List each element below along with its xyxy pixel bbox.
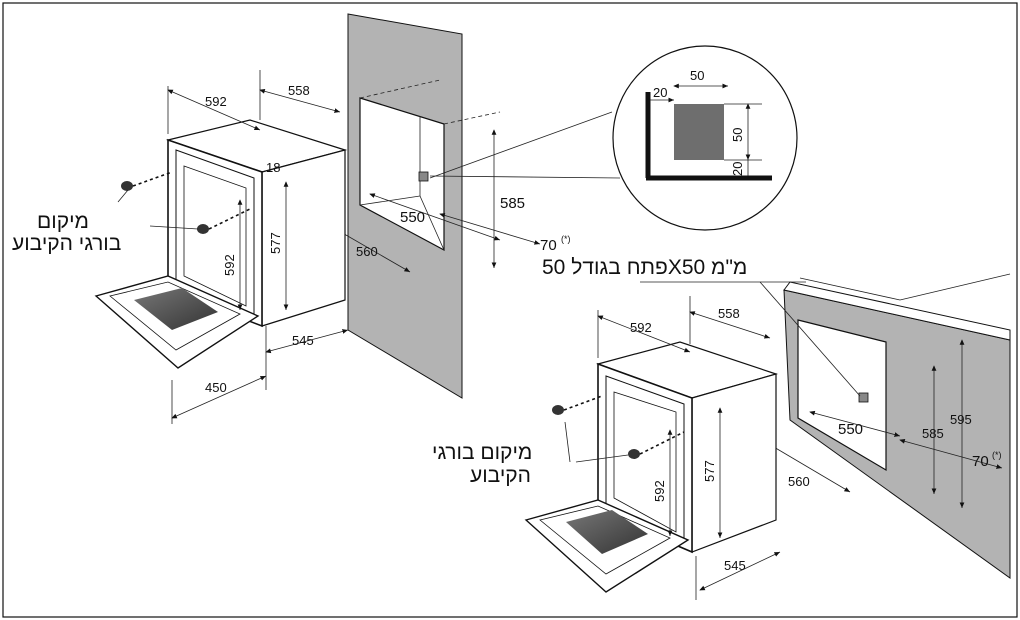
detail-bottom-offset: 20 — [730, 162, 745, 176]
dim-niche-width-right: 550 — [838, 421, 863, 438]
dim-clearance-note: (*) — [561, 234, 571, 244]
label-screws-right-line2: הקיבוע — [470, 464, 531, 487]
oven-glass-left — [134, 288, 218, 330]
detail-left-offset: 20 — [653, 85, 667, 100]
dim-niche-height-right: 585 — [922, 426, 944, 441]
oven-left — [94, 119, 348, 369]
dim-body-depth-right: 545 — [724, 558, 746, 573]
wall-panel-top — [347, 13, 501, 399]
dim-niche-depth-right: 560 — [788, 474, 810, 489]
oven-right — [524, 341, 779, 593]
dim-inner-height-right: 592 — [652, 480, 667, 502]
dim-height-right: 577 — [702, 460, 717, 482]
vent-opening-right — [858, 392, 869, 403]
dim-wall-height-right: 595 — [950, 412, 972, 427]
label-screws-left-line2: בורגי הקיבוע — [12, 232, 121, 255]
dim-top-left: 18 — [266, 160, 280, 175]
vent-opening-top — [418, 171, 429, 182]
dim-width-right: 592 — [630, 320, 652, 335]
label-screws-right-line1: מיקום בורגי — [432, 441, 532, 464]
niche-dimensions-right: 550 585 595 560 70 (*) — [761, 339, 1003, 508]
fixing-screw-right-a — [552, 395, 603, 415]
dim-niche-depth: 560 — [356, 244, 378, 259]
label-opening: פתח בגודל 50X50 מ"מ — [542, 256, 747, 279]
wall-panel-right — [783, 273, 1011, 579]
dim-niche-width: 550 — [400, 209, 425, 226]
detail-top-width: 50 — [690, 68, 704, 83]
niche-dimensions-top: 550 585 560 70 (*) — [319, 111, 621, 273]
oven-left-dimensions: 592 558 18 577 592 545 450 — [167, 70, 349, 424]
fixing-screw-right-b — [628, 431, 685, 459]
dim-door-depth-left: 450 — [205, 380, 227, 395]
dim-clearance: 70 — [540, 237, 557, 254]
fixing-screw-left-a — [121, 171, 173, 191]
detail-circle: 50 20 50 20 — [612, 45, 798, 231]
label-screws-left-line1: מיקום — [37, 210, 89, 233]
dim-height-left: 577 — [268, 232, 283, 254]
oven-glass-right — [566, 510, 648, 554]
oven-right-dimensions: 592 558 577 592 545 — [597, 296, 781, 600]
dim-clearance-note-right: (*) — [992, 450, 1002, 460]
dim-niche-height: 585 — [500, 195, 525, 212]
dim-depth-left: 558 — [288, 83, 310, 98]
dim-inner-height-left: 592 — [222, 254, 237, 276]
dim-depth-right: 558 — [718, 306, 740, 321]
fixing-screw-left-b — [197, 207, 253, 234]
detail-side-height: 50 — [730, 128, 745, 142]
vent-square-detail — [674, 104, 724, 160]
dim-clearance-right: 70 — [972, 453, 989, 470]
dim-width-left: 592 — [205, 94, 227, 109]
dim-body-depth-left: 545 — [292, 333, 314, 348]
